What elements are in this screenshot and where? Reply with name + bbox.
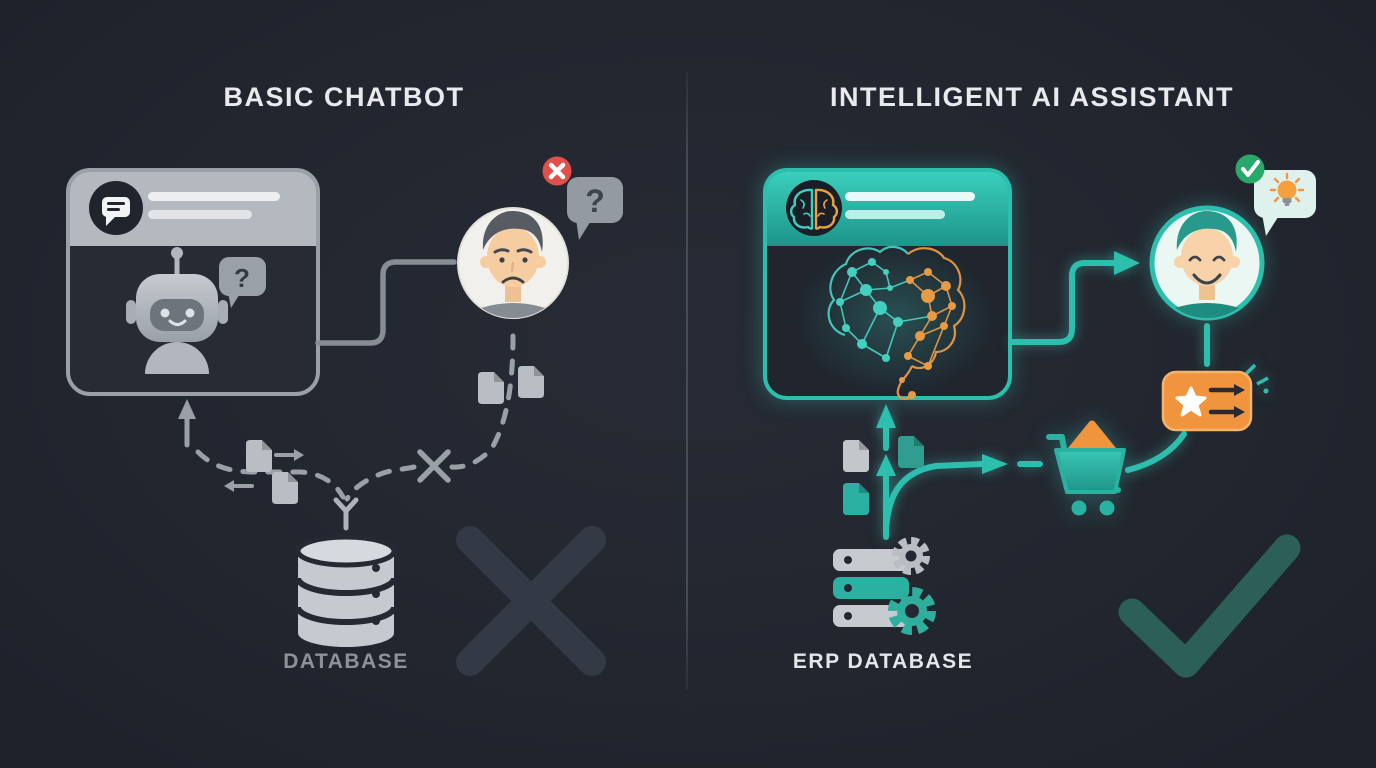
success-check-icon [1118, 534, 1301, 678]
broken-data-flow [184, 333, 516, 531]
shopping-cart-icon [1046, 420, 1126, 516]
document-icon [478, 372, 504, 404]
arrow-right-head [982, 454, 1008, 474]
document-icon [518, 366, 544, 398]
avatar-hair [482, 210, 543, 252]
brain-icon [786, 180, 842, 236]
failure-x-icon [456, 526, 606, 676]
error-x-badge-icon [542, 156, 572, 186]
ai-window [763, 168, 1012, 400]
cart-item-triangle [1067, 420, 1117, 454]
ai-window-frame [763, 168, 1012, 400]
header-text-line [845, 192, 975, 201]
erp-database-label: ERP DATABASE [792, 650, 974, 673]
confusion-bubble: ? [567, 177, 623, 240]
chat-bubble-icon [89, 181, 143, 235]
document-icon [843, 440, 869, 472]
lightbulb-icon [1269, 172, 1305, 206]
chat-connector-line [315, 259, 457, 346]
cart-basket [1054, 448, 1126, 494]
broken-link-x-icon [417, 449, 451, 483]
idea-bubble [1254, 170, 1316, 236]
gear-icon [892, 537, 930, 575]
merge-y-icon [333, 497, 359, 531]
chatbot-window: ? [66, 168, 320, 396]
card-arrows [1208, 387, 1237, 415]
arrow-head [1114, 251, 1140, 275]
document-icon [246, 440, 272, 472]
arrow-up-head [178, 399, 196, 419]
header-text-line [148, 192, 280, 201]
sparkle-dot [1263, 388, 1269, 394]
avatar-shirt [458, 303, 568, 318]
robot-question-text: ? [234, 263, 250, 293]
database-cylinder-icon [295, 534, 397, 647]
left-panel-title: BASIC CHATBOT [223, 82, 465, 112]
avatar-frown [501, 276, 525, 284]
recommendation-card-icon [1161, 370, 1253, 432]
gear-icon [888, 587, 936, 635]
robot-icon [126, 247, 228, 374]
cart-to-card-curve [1125, 431, 1187, 473]
arrow-up-head [876, 404, 896, 428]
database-label: DATABASE [283, 650, 409, 673]
star-icon [1175, 386, 1207, 417]
document-icon [898, 436, 924, 468]
erp-to-cart-curve [883, 461, 985, 533]
right-panel-title: INTELLIGENT AI ASSISTANT [830, 82, 1234, 112]
user-question-text: ? [585, 183, 605, 219]
sparkle-icon [1244, 363, 1269, 386]
arrow-right-head [294, 449, 304, 461]
erp-server-icon [833, 537, 936, 635]
chat-window-frame [66, 168, 320, 396]
document-icon [843, 483, 869, 515]
avatar-smile [1192, 273, 1222, 285]
arrow-left-head [224, 480, 234, 492]
neural-network-icon [795, 240, 995, 400]
cart-wheel [1099, 500, 1115, 516]
arrow-up-head [876, 454, 896, 476]
question-bubble-icon: ? [219, 257, 266, 308]
panel-divider [686, 72, 688, 690]
header-text-line [845, 210, 945, 219]
success-check-badge-icon [1235, 154, 1265, 184]
user-avatar-happy [1149, 205, 1265, 321]
avatar-hair [1176, 210, 1237, 252]
ai-connector-arrow [1009, 251, 1140, 345]
cart-wheel [1071, 500, 1087, 516]
header-text-line [148, 210, 252, 219]
document-icon [272, 472, 298, 504]
smart-data-flow [883, 323, 1269, 540]
user-avatar-confused [457, 207, 569, 319]
